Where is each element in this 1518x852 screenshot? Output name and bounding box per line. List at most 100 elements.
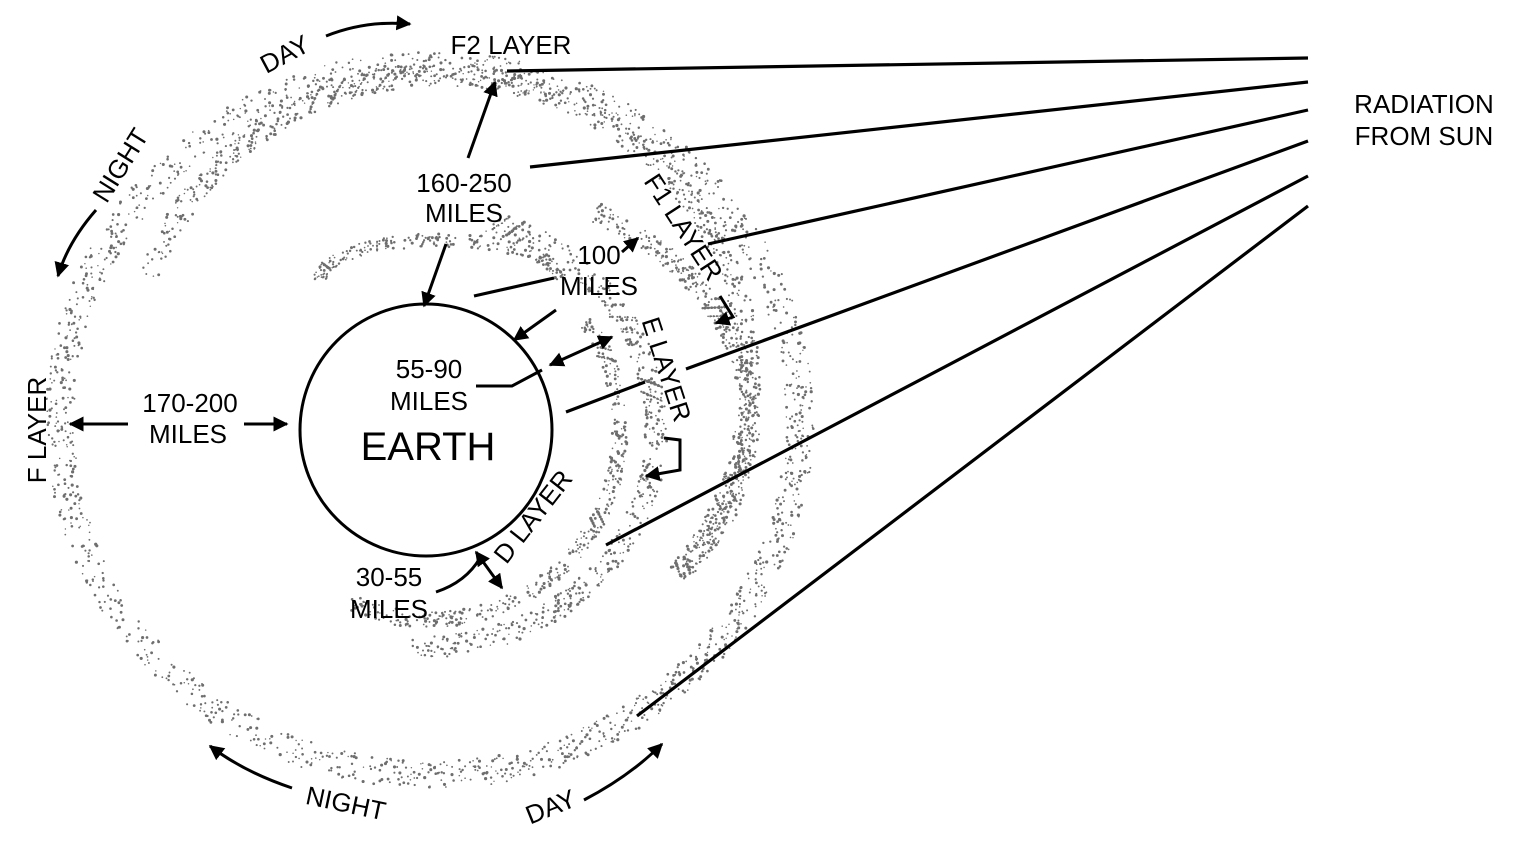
stipple-dot [476,757,479,760]
stipple-dot [548,244,551,247]
stipple-dot [620,144,624,148]
stipple-dot [492,628,494,630]
stipple-dot [482,63,485,66]
stipple-dot [657,398,660,401]
stipple-dot [209,168,211,170]
stipple-dot [563,563,567,567]
stipple-dot [643,713,646,717]
stipple-dot [749,257,752,260]
stipple-dot [191,212,194,216]
stipple-dot [749,349,754,353]
stipple-dot [627,102,630,106]
stipple-dot [786,341,788,344]
stipple-dot [587,325,589,328]
stipple-dot [735,358,739,362]
stipple-dot [800,503,803,507]
stipple-dot [517,74,521,78]
stipple-dot [785,547,788,550]
stipple-dot [755,569,758,572]
radiation-ray-1 [506,56,1309,73]
stipple-dot [702,281,705,284]
stipple-dot [624,327,628,331]
stipple-dot [150,258,154,261]
stipple-dot [190,692,194,696]
stipple-dot [372,606,376,609]
stipple-dot [605,374,609,378]
stipple-dot [406,775,409,778]
stipple-dot [628,338,632,341]
stipple-dot [659,260,661,263]
stipple-dot [711,526,714,529]
stipple-dot [112,583,116,587]
stipple-dot [480,234,483,238]
stipple-dot [55,422,58,424]
stipple-dot [221,718,224,722]
stipple-dot [660,405,664,409]
stipple-dot [588,328,592,332]
stipple-dot [561,273,564,276]
stipple-dot [735,328,739,332]
stipple-dot [301,747,304,750]
stipple-dot [722,494,726,498]
stipple-dot [708,249,711,252]
stipple-dot [686,209,689,212]
stipple-dot [675,192,679,195]
stipple-dot [690,566,693,568]
stipple-dot [584,112,587,115]
stipple-dot [517,625,521,629]
stipple-dot [63,377,66,380]
stipple-dot [399,69,402,71]
stipple-dot [88,538,91,541]
stipple-dot [602,214,606,218]
stipple-dot [423,617,426,620]
stipple-dot [53,469,56,472]
stipple-dot [711,507,715,511]
stipple-dot [738,611,741,614]
stipple-dot [290,735,294,739]
stipple-dot [754,603,757,606]
stipple-dot [337,262,341,265]
stipple-dot [798,411,802,415]
stipple-dot [75,335,79,339]
stipple-dot [71,355,74,358]
stipple-dot [600,745,603,748]
stipple-dot [664,697,667,699]
stipple-dot [741,358,744,361]
stipple-dot [666,141,670,145]
stipple-dot [762,561,765,564]
distance-e-line2: MILES [390,386,468,416]
stipple-dot [114,255,118,259]
stipple-dot [329,95,333,99]
stipple-dot [580,530,582,533]
stipple-dot [739,335,743,338]
stipple-dot [531,757,534,760]
stipple-dot [93,298,96,302]
stipple-dot [653,247,656,250]
stipple-dot [465,639,469,643]
stipple-dot [695,170,699,174]
stipple-dot [684,145,688,149]
stipple-dot [526,590,530,594]
stipple-dot [714,537,717,540]
stipple-dot [125,639,129,643]
stipple-dot [749,298,752,302]
stipple-dot [620,467,624,470]
stipple-dot [616,113,619,116]
stipple-dot [734,431,737,433]
stipple-dot [209,170,211,173]
stipple-dot [69,474,72,478]
stipple-dot [743,299,746,302]
stipple-dot [740,355,744,359]
stipple-dot [639,231,642,234]
stipple-dot [548,573,551,576]
stipple-dot [737,456,741,460]
stipple-dot [541,610,545,614]
stipple-dot [423,613,427,617]
stipple-dot [70,522,72,524]
stipple-dot [705,172,708,175]
stipple-dot [790,513,794,517]
stipple-dot [638,368,641,372]
stipple-dot [610,117,614,121]
stipple-dot [577,88,581,91]
stipple-dot [287,761,290,763]
